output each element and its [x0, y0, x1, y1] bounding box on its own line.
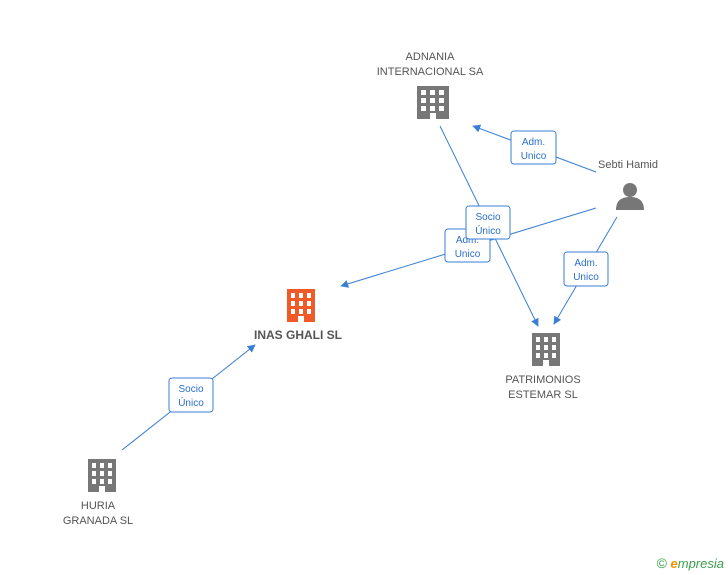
person-icon — [616, 183, 644, 210]
empresia-watermark: © empresia — [657, 555, 724, 571]
edge-label-line2: Unico — [455, 249, 481, 260]
edge-label-line1: Socio — [178, 384, 203, 395]
edge-label-line1: Socio — [475, 212, 500, 223]
node-label-line1: Sebti Hamid — [598, 159, 658, 171]
node-label-line2: ESTEMAR SL — [508, 389, 578, 401]
edge-label-line1: Adm. — [522, 137, 545, 148]
edge-label-sebti-adnania[interactable]: Adm. Unico — [510, 130, 557, 165]
building-icon — [532, 333, 560, 366]
node-sebti-hamid[interactable]: Sebti Hamid — [598, 159, 658, 210]
edge-labels-layer: Adm. Unico Adm. Unico Socio Único Adm. U… — [168, 130, 609, 413]
node-label-line1: ADNANIA — [406, 51, 456, 63]
node-adnania[interactable]: ADNANIA INTERNACIONAL SA — [377, 51, 484, 119]
edge-label-line1: Adm. — [574, 258, 597, 269]
brand-name: mpresia — [677, 556, 724, 571]
node-label-line1: INAS GHALI SL — [254, 328, 342, 342]
edge-label-huria-inas[interactable]: Socio Único — [168, 377, 214, 413]
copyright-symbol: © — [656, 555, 667, 571]
building-icon — [287, 289, 315, 322]
node-huria[interactable]: HURIA GRANADA SL — [63, 459, 133, 527]
edge-label-line2: Único — [475, 224, 501, 237]
edge-label-line2: Unico — [521, 151, 547, 162]
node-label-line2: GRANADA SL — [63, 515, 133, 527]
node-label-line2: INTERNACIONAL SA — [377, 66, 484, 78]
node-patrimonios[interactable]: PATRIMONIOS ESTEMAR SL — [505, 333, 581, 401]
brand-initial: e — [670, 556, 678, 571]
edge-label-adnania-patrimonios[interactable]: Socio Único — [465, 205, 511, 240]
building-icon — [88, 459, 116, 492]
node-inas-ghali[interactable]: INAS GHALI SL — [254, 289, 342, 342]
building-icon — [417, 86, 449, 119]
edge-label-line2: Único — [178, 396, 204, 409]
node-label-line1: HURIA — [81, 500, 116, 512]
node-label-line1: PATRIMONIOS — [505, 374, 580, 386]
edge-label-line2: Unico — [573, 272, 599, 283]
edge-label-line1: Adm. — [456, 235, 479, 246]
edge-label-sebti-patrimonios[interactable]: Adm. Unico — [563, 251, 609, 287]
